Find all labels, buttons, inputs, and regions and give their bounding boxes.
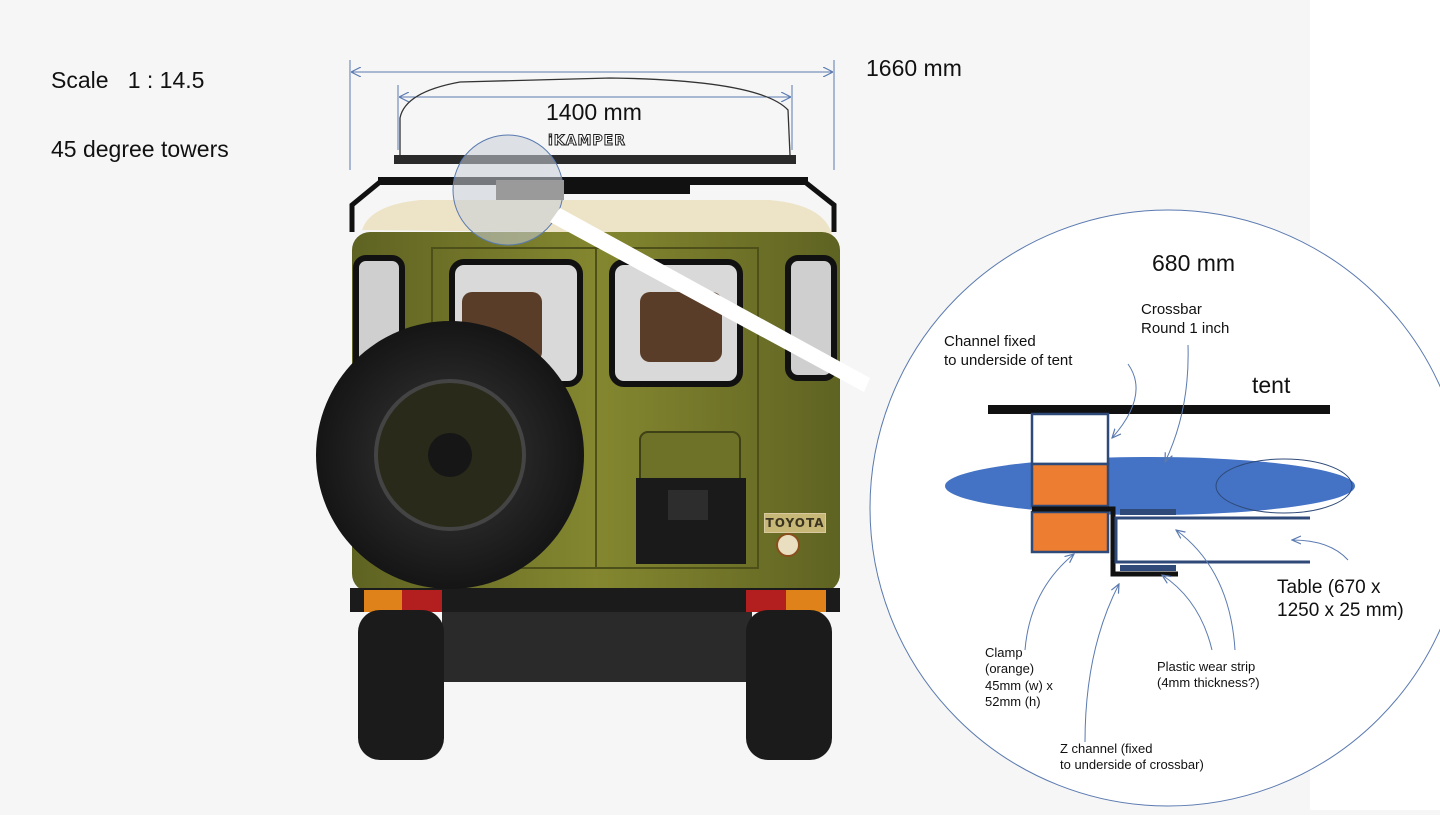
- tent-width-dimension: 1400 mm: [546, 99, 642, 125]
- cross-section: [945, 405, 1355, 577]
- table-label: Table (670 x 1250 x 25 mm): [1277, 577, 1404, 622]
- channel-label: Channel fixed to underside of tent: [944, 333, 1073, 369]
- rear-badge: TOYOTA: [764, 513, 826, 533]
- wear-strip-label: Plastic wear strip (4mm thickness?): [1157, 659, 1260, 691]
- vehicle-body: [316, 177, 840, 760]
- leader-arrows: [1024, 344, 1349, 743]
- z-channel-label: Z channel (fixed to underside of crossba…: [1060, 741, 1204, 773]
- clamp-label: Clamp (orange) 45mm (w) x 52mm (h): [985, 645, 1053, 709]
- crossbar-label: Crossbar Round 1 inch: [1141, 301, 1230, 337]
- tent-label: tent: [1252, 372, 1291, 398]
- towers-label: 45 degree towers: [51, 136, 229, 162]
- tent-brand-logo: iKAMPER: [547, 133, 627, 150]
- scale-label: Scale 1 : 14.5: [51, 67, 205, 93]
- overall-width-dimension: 1660 mm: [866, 55, 962, 81]
- offset-dimension: 680 mm: [1152, 250, 1236, 276]
